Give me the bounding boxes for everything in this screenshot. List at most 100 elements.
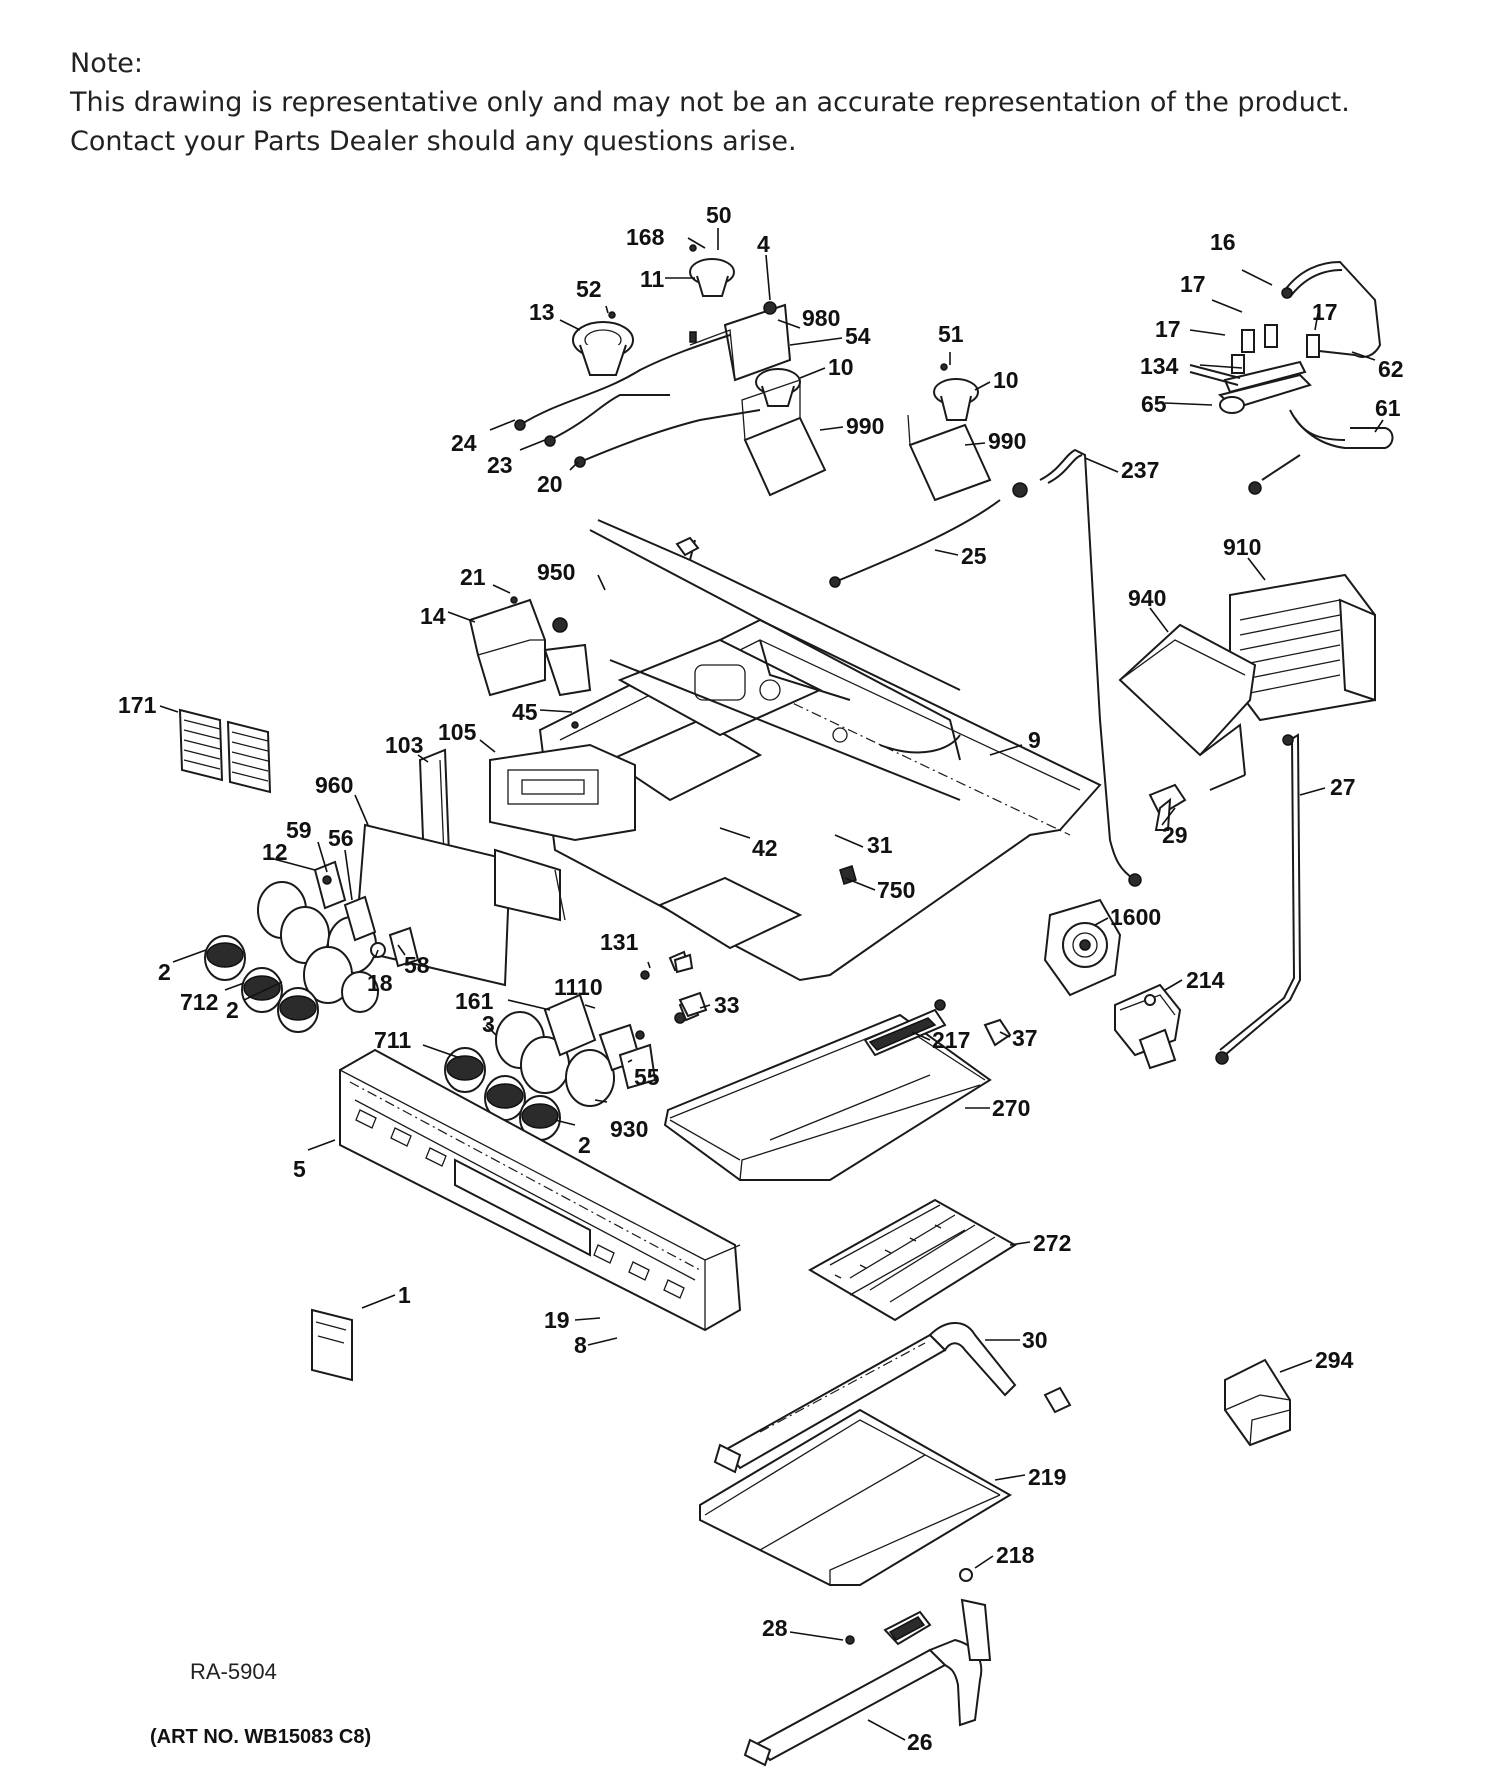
note-line-1: This drawing is representative only and …	[70, 87, 1350, 118]
callout-131: 131	[600, 929, 639, 955]
callout-272: 272	[1033, 1230, 1071, 1256]
burner-box-frame	[538, 519, 1102, 982]
bake-burner-30	[713, 1322, 1072, 1474]
note-line-2: Contact your Parts Dealer should any que…	[70, 126, 797, 157]
callout-950: 950	[537, 559, 575, 585]
callout-24: 24	[451, 430, 477, 456]
callout-2b: 2	[226, 997, 239, 1023]
surface-burner-left-group	[514, 244, 827, 497]
callout-217: 217	[932, 1027, 970, 1053]
callout-17c: 17	[1155, 316, 1181, 342]
callout-218: 218	[996, 1542, 1035, 1568]
callout-37: 37	[1012, 1025, 1038, 1051]
callout-58: 58	[404, 952, 430, 978]
callout-14: 14	[420, 603, 446, 629]
callout-294: 294	[1315, 1347, 1354, 1373]
callout-134: 134	[1140, 353, 1179, 379]
oven-bottom-219	[699, 1408, 1012, 1586]
callout-8: 8	[574, 1332, 587, 1358]
callout-54: 54	[845, 323, 871, 349]
callout-930: 930	[610, 1116, 648, 1142]
callout-103: 103	[385, 732, 423, 758]
literature-booklet	[311, 1308, 353, 1382]
callout-51: 51	[938, 321, 964, 347]
callout-5: 5	[293, 1156, 306, 1182]
callout-161: 161	[455, 988, 494, 1014]
callout-711: 711	[374, 1027, 411, 1053]
broil-burner-26	[743, 1568, 992, 1767]
callout-27: 27	[1330, 774, 1356, 800]
callout-56: 56	[328, 825, 354, 851]
art-number: (ART NO. WB15083 C8)	[150, 1726, 372, 1748]
convection-fan-assembly	[1118, 573, 1376, 791]
callout-990b: 990	[988, 428, 1026, 454]
regulator-and-valve	[1043, 898, 1182, 1070]
callout-23: 23	[487, 452, 513, 478]
callout-105: 105	[438, 719, 477, 745]
callout-20: 20	[537, 471, 563, 497]
callout-17b: 17	[1312, 299, 1338, 325]
callout-13: 13	[529, 299, 555, 325]
burner-baffle-272	[807, 1198, 1017, 1322]
callout-171: 171	[118, 692, 157, 718]
control-panel	[339, 1048, 742, 1332]
callout-10a: 10	[828, 354, 854, 380]
fitting-29	[1148, 783, 1187, 831]
callout-2a: 2	[158, 959, 171, 985]
callout-61: 61	[1375, 395, 1401, 421]
knob-cluster-center	[444, 950, 700, 1141]
callout-168: 168	[626, 224, 665, 250]
callout-42: 42	[752, 835, 778, 861]
callout-750: 750	[877, 877, 915, 903]
callout-9: 9	[1028, 727, 1041, 753]
callout-62: 62	[1378, 356, 1404, 382]
note-title: Note:	[70, 48, 144, 79]
callout-12: 12	[262, 839, 288, 865]
callout-50: 50	[706, 202, 732, 228]
callout-960: 960	[315, 772, 353, 798]
callout-16: 16	[1210, 229, 1236, 255]
vent-grille	[178, 708, 272, 794]
callout-990a: 990	[846, 413, 884, 439]
valve-manifold-group	[1189, 260, 1394, 495]
callout-33: 33	[714, 992, 740, 1018]
callout-4: 4	[757, 231, 770, 257]
callout-55: 55	[634, 1064, 660, 1090]
bracket-14	[468, 596, 592, 729]
callout-10b: 10	[993, 367, 1019, 393]
callout-21: 21	[460, 564, 486, 590]
callout-1: 1	[398, 1282, 411, 1308]
callout-labels: 50 168 4 11 52 13 980 54 10 51 10 24 23 …	[118, 202, 1404, 1755]
callout-3: 3	[482, 1011, 495, 1037]
callout-270: 270	[992, 1095, 1030, 1121]
callout-980: 980	[802, 305, 840, 331]
callout-11: 11	[640, 266, 665, 292]
callout-910: 910	[1223, 534, 1261, 560]
callout-940: 940	[1128, 585, 1166, 611]
leader-lines	[159, 228, 1384, 1741]
callout-31: 31	[867, 832, 893, 858]
callout-214: 214	[1186, 967, 1225, 993]
callout-219: 219	[1028, 1464, 1066, 1490]
callout-1110: 1110	[554, 974, 603, 1000]
callout-30: 30	[1022, 1327, 1048, 1353]
surface-burner-middle-group	[829, 363, 1142, 887]
callout-28: 28	[762, 1615, 788, 1641]
drawing-code: RA-5904	[190, 1659, 277, 1684]
disclaimer-note: Note: This drawing is representative onl…	[70, 44, 1350, 161]
callout-712: 712	[180, 989, 218, 1015]
callout-59: 59	[286, 817, 312, 843]
callout-19: 19	[544, 1307, 570, 1333]
callout-52: 52	[576, 276, 602, 302]
callout-18: 18	[367, 970, 393, 996]
igniter-parts	[673, 865, 1012, 1057]
callout-237: 237	[1121, 457, 1159, 483]
callout-25: 25	[961, 543, 987, 569]
callout-45: 45	[512, 699, 538, 725]
bracket-294	[1224, 1358, 1291, 1447]
gas-tube-27	[1215, 733, 1302, 1065]
callout-65: 65	[1141, 391, 1167, 417]
callout-1600: 1600	[1110, 904, 1161, 930]
callout-29: 29	[1162, 822, 1188, 848]
